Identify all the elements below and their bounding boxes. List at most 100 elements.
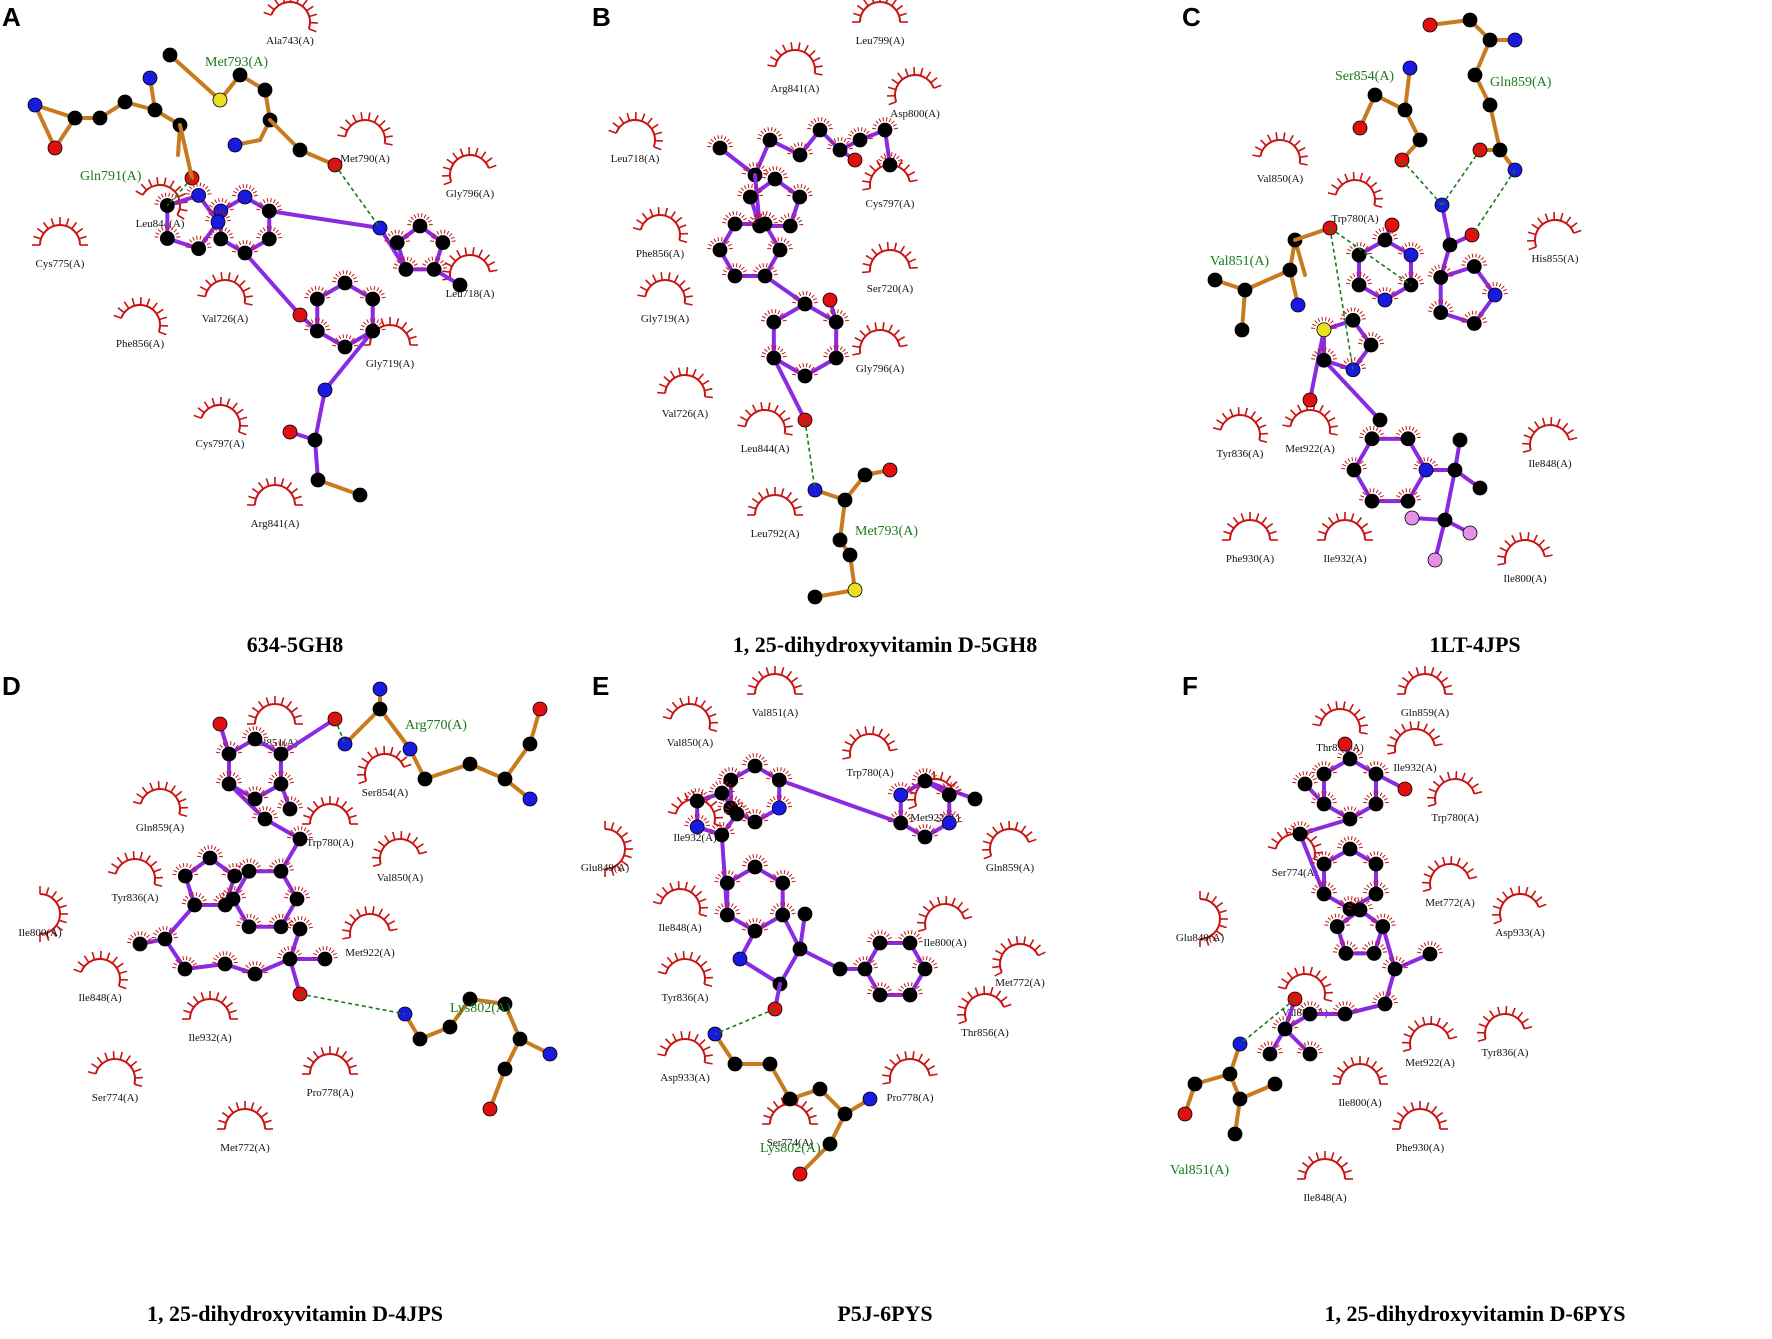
contact-halo [192,892,194,897]
contact-halo [718,773,723,777]
bond [267,209,382,230]
contact-halo [1330,914,1334,919]
panel-caption: 1, 25-dihydroxyvitamin D-6PYS [1324,1301,1626,1326]
contact-halo [1415,495,1420,498]
contact-halo [706,824,711,827]
contact-halo [1364,887,1369,891]
atom [132,936,148,952]
atom [1232,1091,1248,1107]
contact-halo [275,201,279,206]
contact-halo [885,117,888,122]
contact-halo [318,318,320,323]
hydrophobic-residue-label: Ile932(A) [673,832,717,844]
contact-halo [1312,797,1317,801]
atom [317,951,333,967]
contact-halo [193,869,198,873]
contact-halo [735,876,740,880]
contact-halo [865,956,868,961]
contact-halo [1369,852,1373,857]
contact-halo [261,789,265,794]
contact-halo [320,319,324,324]
contact-halo [925,824,928,829]
contact-halo [197,855,202,858]
contact-halo [1362,429,1366,433]
panel-f: F Gln859(A)Thr856(A)Ile932(A)Trp780(A)Se… [1170,666,1770,1339]
atom [1316,856,1332,872]
hydrophobic-residue-label: Ala743(A) [266,35,314,47]
contact-halo [758,163,762,168]
contact-halo [238,864,242,869]
contact-halo [901,782,904,787]
contact-halo [1376,914,1380,919]
contact-halo [1391,924,1396,926]
contact-halo [312,956,317,959]
contact-halo [1408,242,1411,247]
contact-halo [1360,363,1365,367]
contact-halo [203,846,207,851]
contact-halo [768,243,773,247]
hydrophobic-residue-label: Trp780(A) [1431,812,1479,824]
contact-halo [1372,488,1375,493]
contact-halo [1375,290,1379,295]
atom [1290,297,1306,313]
atom [1329,919,1345,934]
atom [512,1031,528,1047]
contact-halo [237,865,242,868]
atom [442,1019,458,1035]
contact-halo [1316,1044,1320,1049]
contact-halo [1362,467,1367,470]
hydrophobic-contact-arc [1327,171,1384,209]
contact-halo [230,886,233,891]
contact-halo [366,319,370,324]
contact-halo [1317,882,1321,887]
atom [1427,552,1443,568]
contact-halo [800,184,803,189]
contact-halo [769,770,774,775]
atom [1346,462,1362,478]
contact-halo [888,992,893,995]
contact-halo [1448,271,1453,274]
contact-halo [192,183,195,188]
contact-halo [778,137,783,140]
contact-halo [848,133,853,137]
interaction-diagram: Ala743(A)Met790(A)Gly796(A)Leu844(A)Cys7… [27,0,498,530]
bond [1308,327,1326,402]
contact-halo [803,185,807,190]
contact-halo [862,956,865,961]
hydrophobic-residue-label: Ile848(A) [658,922,702,934]
contact-halo [758,810,762,815]
contact-halo [235,774,239,779]
atom [742,189,758,205]
contact-halo [1345,920,1350,924]
contact-halo [1420,944,1424,949]
contact-halo [218,198,220,203]
contact-halo [326,328,331,331]
atom [221,746,237,762]
contact-halo [428,223,433,226]
contact-halo [198,893,202,898]
contact-halo [1359,272,1362,277]
contact-halo [1413,467,1418,470]
contact-halo [296,949,300,954]
contact-halo [1399,248,1404,252]
contact-halo [734,801,737,806]
contact-halo [306,829,310,834]
contact-halo [1483,288,1488,292]
contact-halo [768,212,772,217]
contact-halo [1330,884,1334,889]
atom [177,961,193,977]
contact-halo [1379,882,1383,887]
hydrophobic-contact-arc [442,247,498,281]
hydrophobic-contact-arc [956,985,1012,1025]
contact-halo [251,243,255,248]
contact-halo [898,810,900,815]
contact-halo [1462,260,1467,263]
contact-halo [288,777,293,781]
atom [872,987,888,1003]
contact-halo [1461,264,1466,266]
contact-halo [724,870,727,875]
contact-halo [193,966,198,969]
contact-halo [242,736,247,739]
contact-halo [1263,1042,1267,1047]
contact-halo [1418,248,1423,252]
